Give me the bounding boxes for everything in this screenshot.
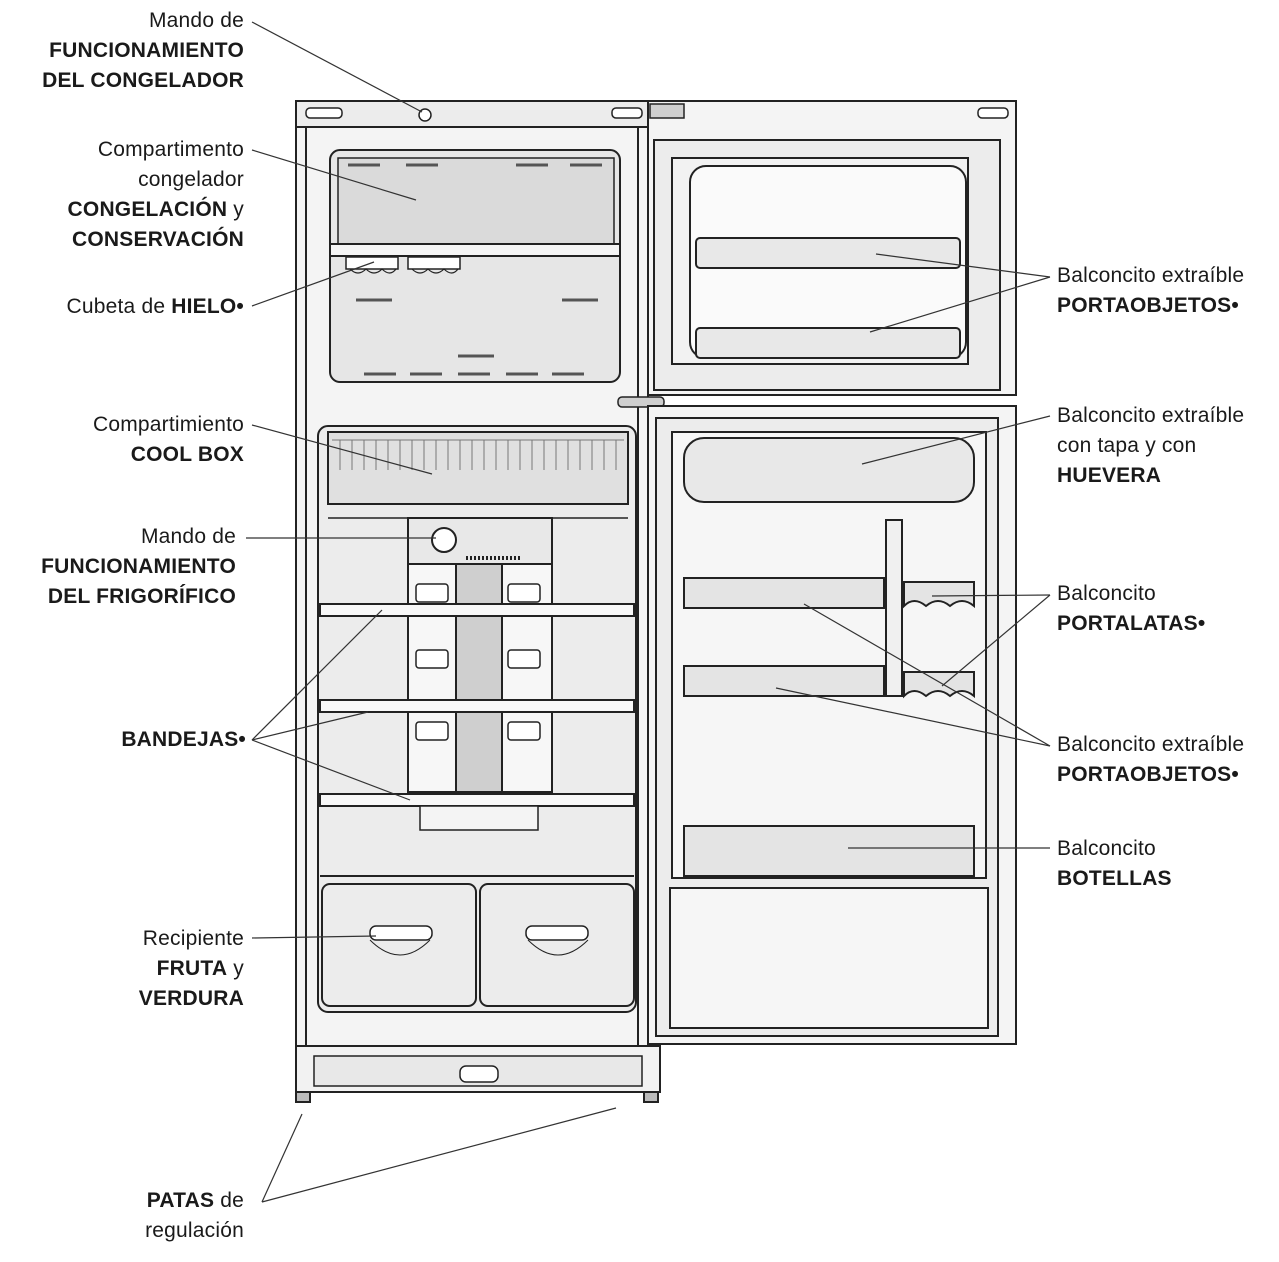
label-freezer-compartment: Compartimento congelador CONGELACIÓN y C…	[67, 138, 244, 251]
egg-shelf	[683, 437, 975, 503]
vent-icon	[415, 583, 449, 603]
top-vent-right	[611, 107, 643, 119]
door-divider-bar	[885, 519, 903, 697]
crisper-drawer-left	[321, 883, 477, 1007]
crisper-drawer-right	[479, 883, 635, 1007]
label-crisper: Recipiente FRUTA y VERDURA	[138, 927, 244, 1010]
freezer-shelf	[329, 243, 621, 257]
door-shelf-lower	[683, 665, 885, 697]
label-feet: PATAS de regulación	[145, 1189, 244, 1242]
glass-shelf	[319, 603, 635, 617]
freezer-door-shelf	[695, 327, 961, 359]
label-egg-shelf: Balconcito extraíble con tapa y con HUEV…	[1057, 404, 1245, 487]
vent-icon	[507, 649, 541, 669]
cool-box-compartment	[327, 431, 629, 505]
can-rack	[903, 581, 975, 699]
vent-icon	[507, 721, 541, 741]
label-freezer-door-shelf: Balconcito extraíble PORTAOBJETOS•	[1057, 264, 1245, 317]
vent-icon	[507, 583, 541, 603]
label-bottle-shelf: Balconcito BOTELLAS	[1057, 837, 1172, 890]
vent-icon	[415, 649, 449, 669]
vent-icon	[415, 721, 449, 741]
door-bottom-bin	[669, 887, 989, 1029]
glass-shelf	[319, 699, 635, 713]
cabinet-top-strip	[295, 100, 649, 128]
label-door-shelf: Balconcito extraíble PORTAOBJETOS•	[1057, 733, 1245, 786]
label-fridge-control: Mando de FUNCIONAMIENTO DEL FRIGORÍFICO	[41, 525, 236, 608]
label-shelves: BANDEJAS•	[121, 728, 246, 751]
adjustable-foot	[295, 1091, 311, 1103]
top-vent-left	[305, 107, 343, 119]
cool-box-ribs	[332, 439, 624, 470]
fridge-control-knob-icon	[431, 527, 457, 553]
freezer-door-shelf	[695, 237, 961, 269]
glass-shelf	[319, 793, 635, 807]
label-can-shelf: Balconcito PORTALATAS•	[1057, 582, 1206, 635]
ice-tray-right	[407, 256, 461, 270]
adjustable-foot	[643, 1091, 659, 1103]
door-shelf-upper	[683, 577, 885, 609]
bottle-shelf	[683, 825, 975, 877]
label-freezer-control: Mando de FUNCIONAMIENTO DEL CONGELADOR	[42, 9, 244, 92]
label-cool-box: Compartimiento COOL BOX	[92, 413, 244, 466]
label-ice-tray: Cubeta de HIELO•	[66, 295, 244, 318]
